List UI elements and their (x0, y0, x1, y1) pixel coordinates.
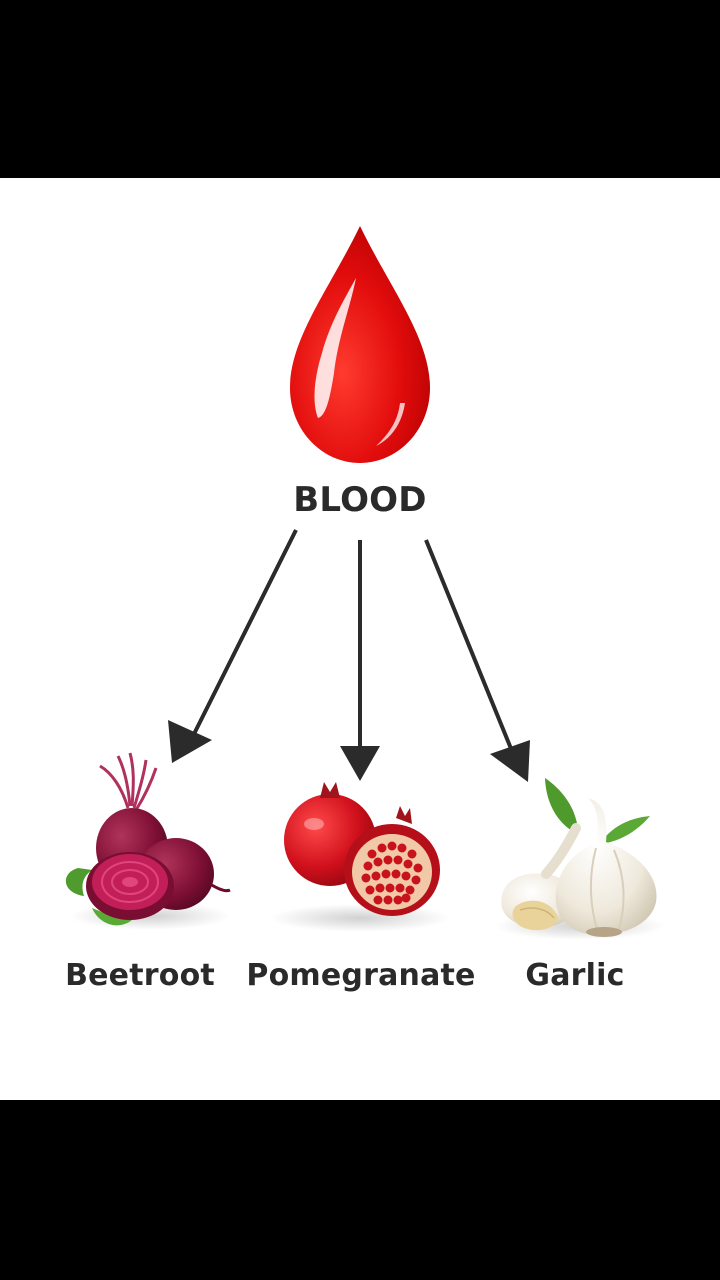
source-label: BLOOD (293, 480, 427, 520)
garlic-label: Garlic (525, 958, 625, 993)
garlic-icon (495, 778, 665, 940)
arrow-to-garlic (424, 539, 530, 782)
arrow-to-pomegranate (340, 540, 380, 781)
pomegranate-label: Pomegranate (246, 958, 476, 993)
arrow-to-beetroot (168, 529, 298, 763)
blood-drop-icon (290, 226, 430, 463)
arrows (168, 529, 530, 782)
beetroot-label: Beetroot (65, 958, 215, 993)
diagram-panel: BLOOD Beetroot Pomegranate Garlic (0, 178, 720, 1100)
pomegranate-icon (270, 782, 450, 932)
beetroot-icon (65, 752, 231, 930)
diagram-artwork (65, 226, 665, 940)
